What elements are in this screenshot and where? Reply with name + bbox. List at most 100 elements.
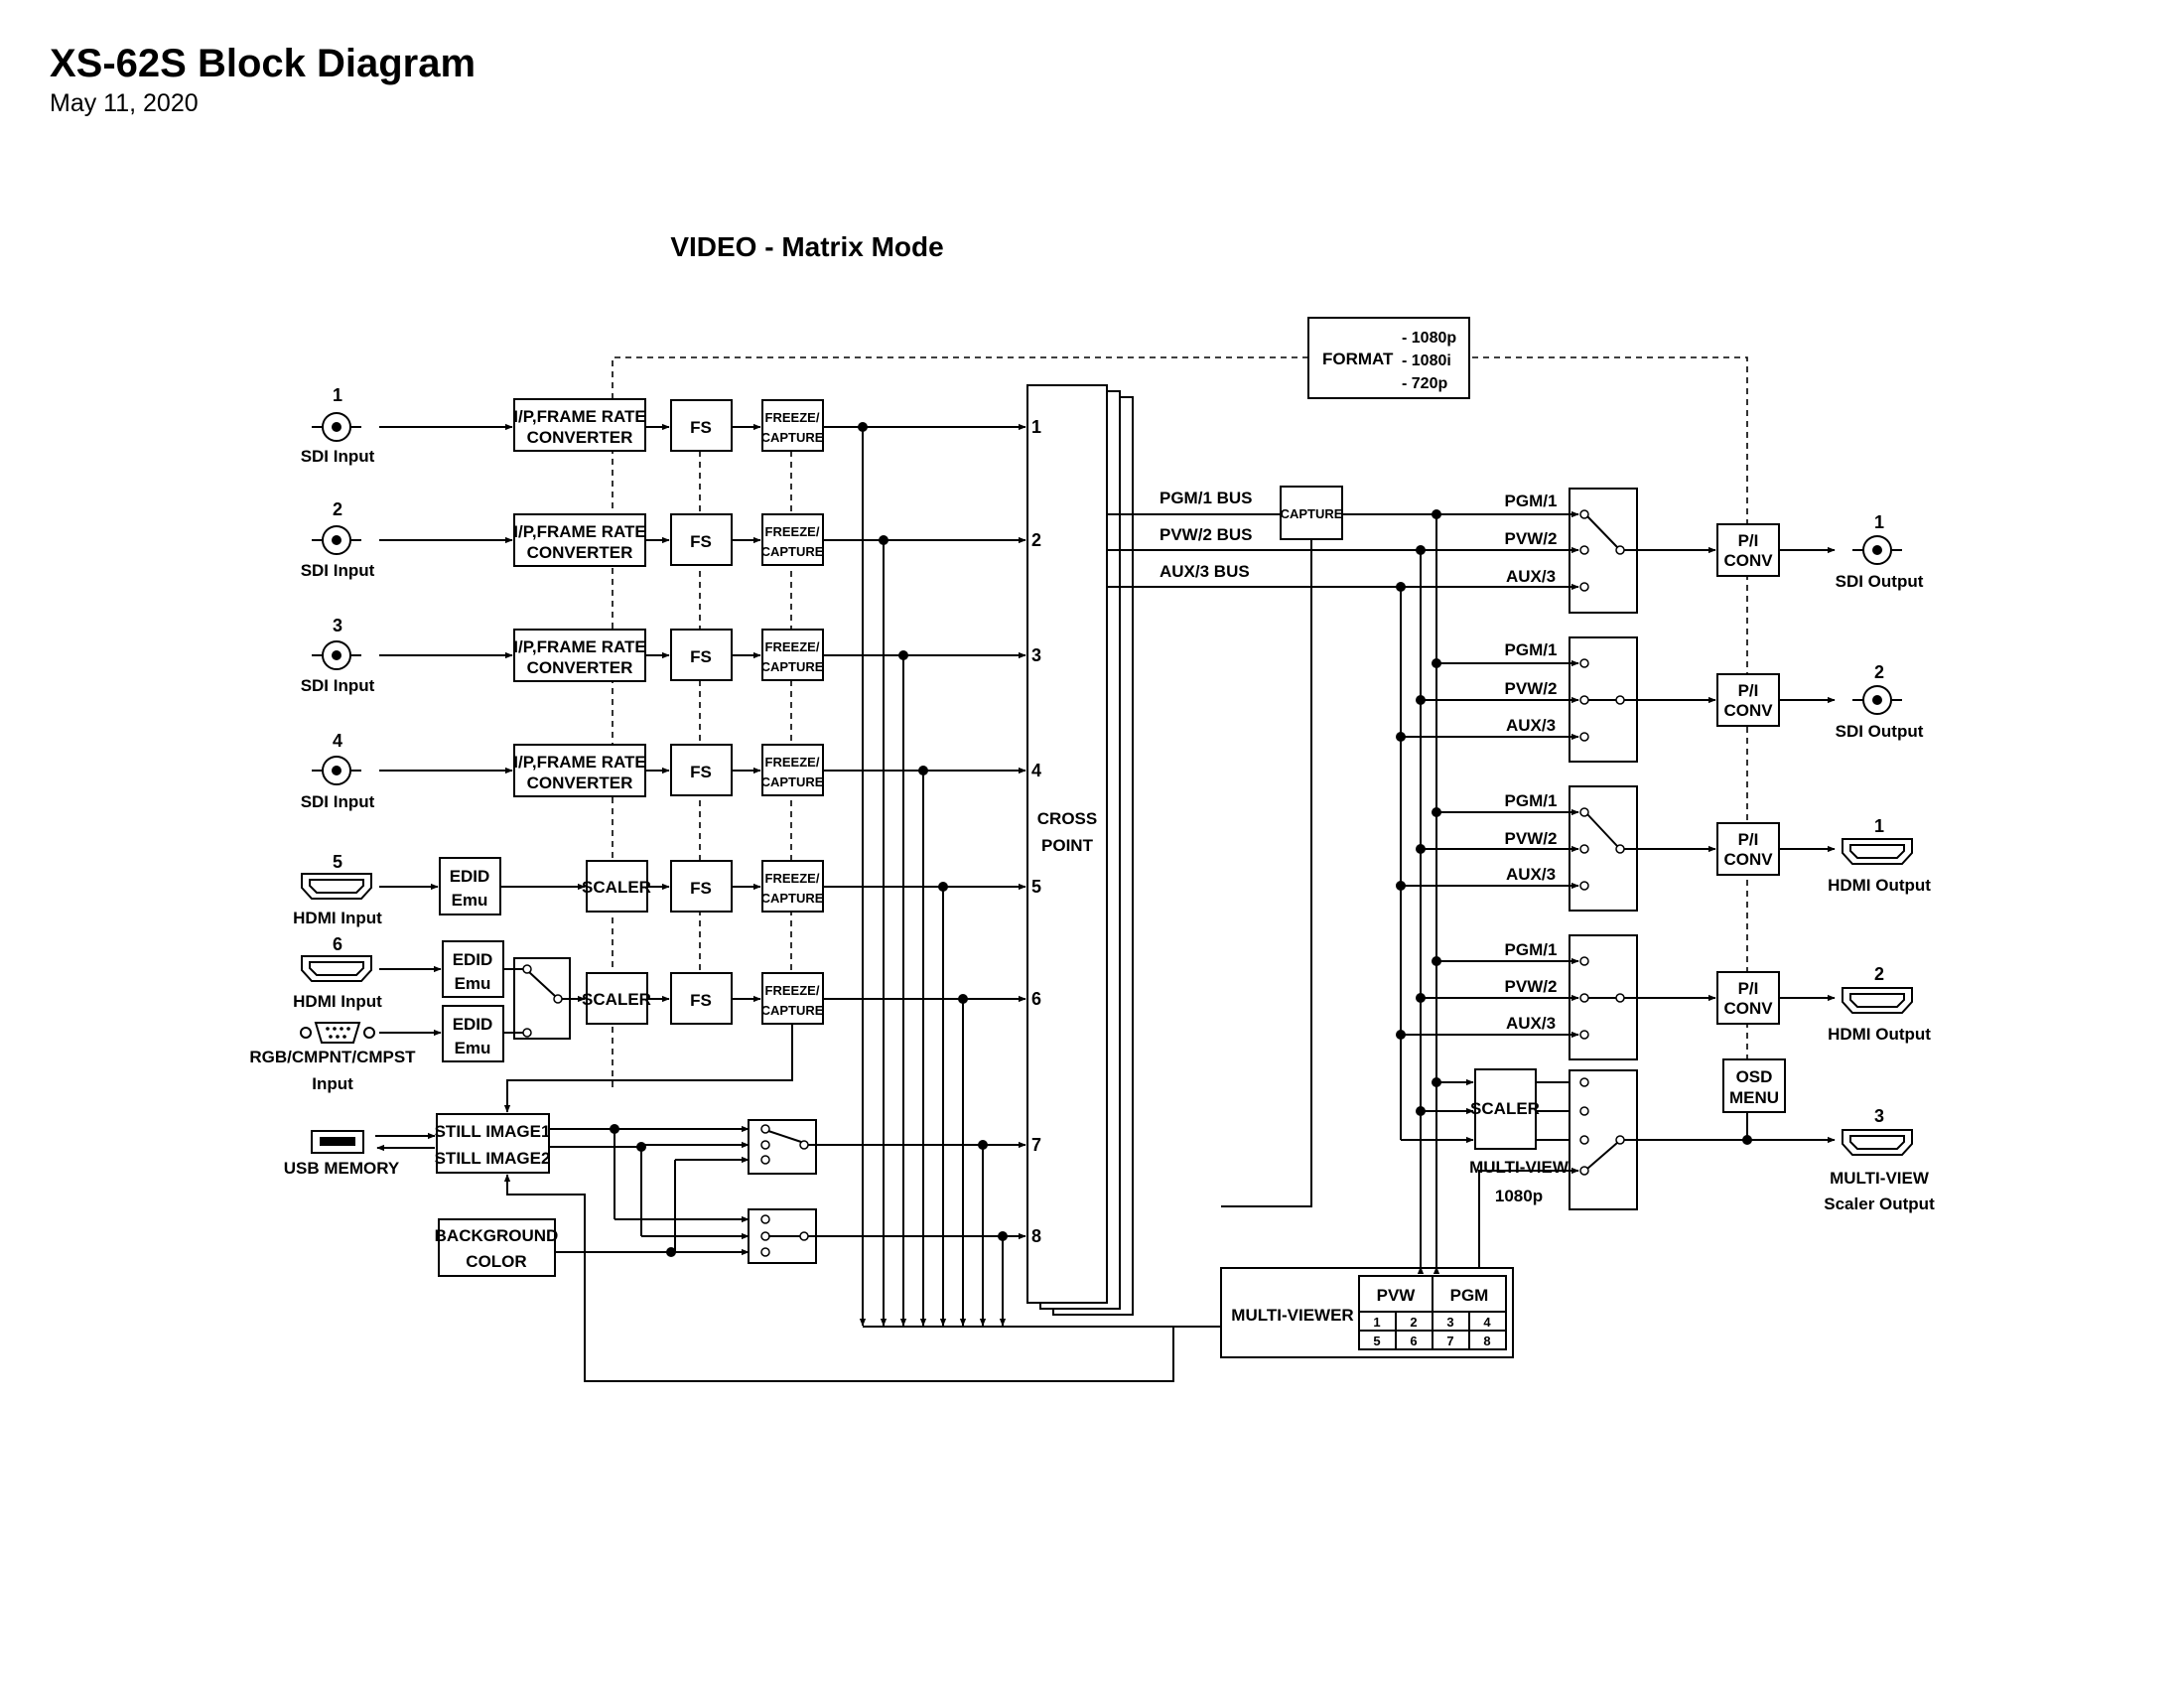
freeze-label: FREEZE/ (765, 639, 820, 654)
rgb-input-label: RGB/CMPNT/CMPST (249, 1048, 416, 1066)
ipfr-converter-label: CONVERTER (527, 543, 633, 562)
freeze-label: FREEZE/ (765, 755, 820, 770)
switch-label: PGM/1 (1505, 492, 1558, 510)
capture-label: CAPTURE (761, 544, 824, 559)
freeze-label: FREEZE/ (765, 410, 820, 425)
hdmi-connector-icon (1842, 1129, 1913, 1156)
emu-label: Emu (455, 1039, 491, 1057)
bnc-connector-icon (1852, 535, 1902, 565)
cross-point-label: POINT (1041, 836, 1094, 855)
ipfr-converter-label: I/P,FRAME RATE (513, 407, 646, 426)
scaler-label: SCALER (582, 878, 651, 897)
capture-label: CAPTURE (761, 430, 824, 445)
still-image1-label: STILL IMAGE1 (435, 1122, 551, 1141)
multiview-resolution: 1080p (1495, 1187, 1543, 1205)
conv-label: CONV (1723, 850, 1773, 869)
input-number: 2 (333, 499, 342, 519)
scaler-label: SCALER (1470, 1099, 1540, 1118)
output-label: SDI Output (1836, 572, 1924, 591)
crosspoint-input-number: 2 (1031, 530, 1041, 550)
conv-label: CONV (1723, 999, 1773, 1018)
format-label: FORMAT (1322, 350, 1394, 368)
ipfr-converter-label: CONVERTER (527, 428, 633, 447)
background-label: BACKGROUND (435, 1226, 559, 1245)
conv-label: CONV (1723, 701, 1773, 720)
switch-label: AUX/3 (1506, 716, 1556, 735)
page-title: XS-62S Block Diagram (50, 42, 477, 85)
input-label: HDMI Input (293, 909, 382, 927)
freeze-label: FREEZE/ (765, 983, 820, 998)
output-switch-3: PGM/1 PVW/2 AUX/3 (1396, 785, 1716, 912)
output-number: 1 (1874, 816, 1884, 836)
pi-label: P/I (1738, 531, 1759, 550)
hdmi-connector-icon (301, 955, 372, 982)
usb-connector-icon (311, 1130, 364, 1154)
input-label: SDI Input (301, 676, 375, 695)
bus-label-pgm: PGM/1 BUS (1160, 489, 1253, 507)
output-sdi-1: 1 SDI Output (1836, 512, 1924, 591)
crosspoint-input-number: 4 (1031, 761, 1041, 780)
sdi-input-row-2: 2 SDI Input I/P,FRAME RATE CONVERTER FS … (301, 499, 1026, 580)
input-label: SDI Input (301, 447, 375, 466)
switch-label: PVW/2 (1505, 829, 1558, 848)
output-sdi-2: 2 SDI Output (1836, 662, 1924, 741)
multiviewer-pgm-label: PGM (1450, 1286, 1489, 1305)
output-number: 3 (1874, 1106, 1884, 1126)
osd-label: OSD (1736, 1067, 1773, 1086)
hdmi-connector-icon (1842, 987, 1913, 1014)
ipfr-converter-label: CONVERTER (527, 658, 633, 677)
multiviewer-cell: 7 (1446, 1334, 1453, 1348)
multiviewer-label: MULTI-VIEWER (1231, 1306, 1353, 1325)
output-label: MULTI-VIEW (1830, 1169, 1930, 1188)
edid-label: EDID (453, 1015, 493, 1034)
output-number: 2 (1874, 964, 1884, 984)
output-hdmi-1: 1 HDMI Output (1828, 816, 1931, 895)
switch-label: PGM/1 (1505, 791, 1558, 810)
fs-label: FS (690, 991, 712, 1010)
bus-label-pvw: PVW/2 BUS (1160, 525, 1253, 544)
output-switch-2: PGM/1 PVW/2 AUX/3 (1396, 636, 1716, 763)
switch-label: AUX/3 (1506, 865, 1556, 884)
input-label: SDI Input (301, 792, 375, 811)
output-label: SDI Output (1836, 722, 1924, 741)
capture-label: CAPTURE (761, 659, 824, 674)
multiviewer-cell: 5 (1373, 1334, 1380, 1348)
format-option-1080i: - 1080i (1402, 352, 1451, 369)
ipfr-converter-label: I/P,FRAME RATE (513, 637, 646, 656)
switch-label: AUX/3 (1506, 567, 1556, 586)
emu-label: Emu (452, 891, 488, 910)
output-number: 1 (1874, 512, 1884, 532)
still-image2-label: STILL IMAGE2 (435, 1149, 551, 1168)
vga-connector-icon (300, 1022, 375, 1044)
multiviewer-cell: 4 (1483, 1315, 1491, 1330)
pi-label: P/I (1738, 830, 1759, 849)
input-number: 5 (333, 852, 342, 872)
freeze-label: FREEZE/ (765, 871, 820, 886)
multiviewer-cell: 3 (1446, 1315, 1453, 1330)
capture-label: CAPTURE (761, 891, 824, 906)
switch-label: PGM/1 (1505, 640, 1558, 659)
multiviewer-pvw-label: PVW (1377, 1286, 1417, 1305)
bnc-connector-icon (312, 525, 361, 555)
bnc-connector-icon (312, 640, 361, 670)
sdi-input-row-4: 4 SDI Input I/P,FRAME RATE CONVERTER FS … (301, 731, 1026, 811)
output-label: HDMI Output (1828, 876, 1931, 895)
switch-label: PVW/2 (1505, 977, 1558, 996)
format-box: FORMAT - 1080p - 1080i - 720p (1307, 317, 1470, 399)
sdi-input-row-1: 1 SDI Input I/P,FRAME RATE CONVERTER FS … (301, 385, 1026, 466)
crosspoint-input-number: 6 (1031, 989, 1041, 1009)
edid-label: EDID (453, 950, 493, 969)
diagram-subtitle: VIDEO - Matrix Mode (670, 231, 944, 262)
crosspoint-input-number: 5 (1031, 877, 1041, 897)
output-number: 2 (1874, 662, 1884, 682)
fs-label: FS (690, 647, 712, 666)
crosspoint-input-number: 8 (1031, 1226, 1041, 1246)
multiviewer-cell: 1 (1373, 1315, 1380, 1330)
still-image-section: USB MEMORY STILL IMAGE1 STILL IMAGE2 BAC… (284, 1113, 1026, 1277)
fs-label: FS (690, 879, 712, 898)
menu-label: MENU (1729, 1088, 1779, 1107)
input-label: HDMI Input (293, 992, 382, 1011)
cross-point-label: CROSS (1037, 809, 1097, 828)
switch-label: PVW/2 (1505, 529, 1558, 548)
